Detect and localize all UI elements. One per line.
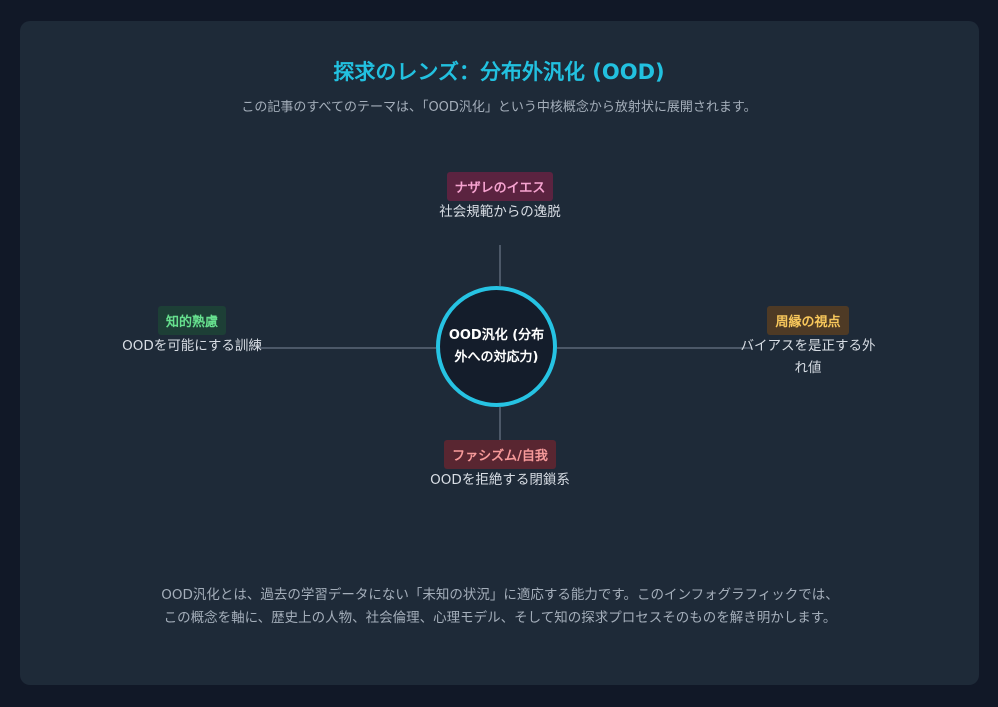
node-bottom-desc: OODを拒絶する閉鎖系 xyxy=(430,472,570,488)
node-bottom: ファシズム/自我 OODを拒絶する閉鎖系 xyxy=(422,440,578,491)
page-title: 探求のレンズ：分布外汎化 (OOD) xyxy=(333,60,665,84)
node-left-tag: 知的熟慮 xyxy=(157,306,226,335)
node-right-tag: 周縁の視点 xyxy=(767,306,849,335)
footer-description: OOD汎化とは、過去の学習データにない「未知の状況」に適応する能力です。このイン… xyxy=(161,587,839,626)
node-top-desc: 社会規範からの逸脱 xyxy=(439,204,561,220)
node-top: ナザレのイエス 社会規範からの逸脱 xyxy=(430,172,570,223)
node-top-tag: ナザレのイエス xyxy=(446,172,554,201)
node-right-desc: バイアスを是正する外れ値 xyxy=(740,338,876,376)
node-left: 知的熟慮 OODを可能にする訓練 xyxy=(120,306,264,357)
hub-label: OOD汎化 (分布外への対応力) xyxy=(448,327,545,365)
page-subtitle: この記事のすべてのテーマは、「OOD汎化」という中核概念から放射状に展開されます… xyxy=(241,100,757,115)
node-right: 周縁の視点 バイアスを是正する外れ値 xyxy=(738,306,878,379)
central-concept-hub: OOD汎化 (分布外への対応力) xyxy=(436,286,557,407)
node-left-desc: OODを可能にする訓練 xyxy=(122,338,262,354)
node-bottom-tag: ファシズム/自我 xyxy=(444,440,556,469)
